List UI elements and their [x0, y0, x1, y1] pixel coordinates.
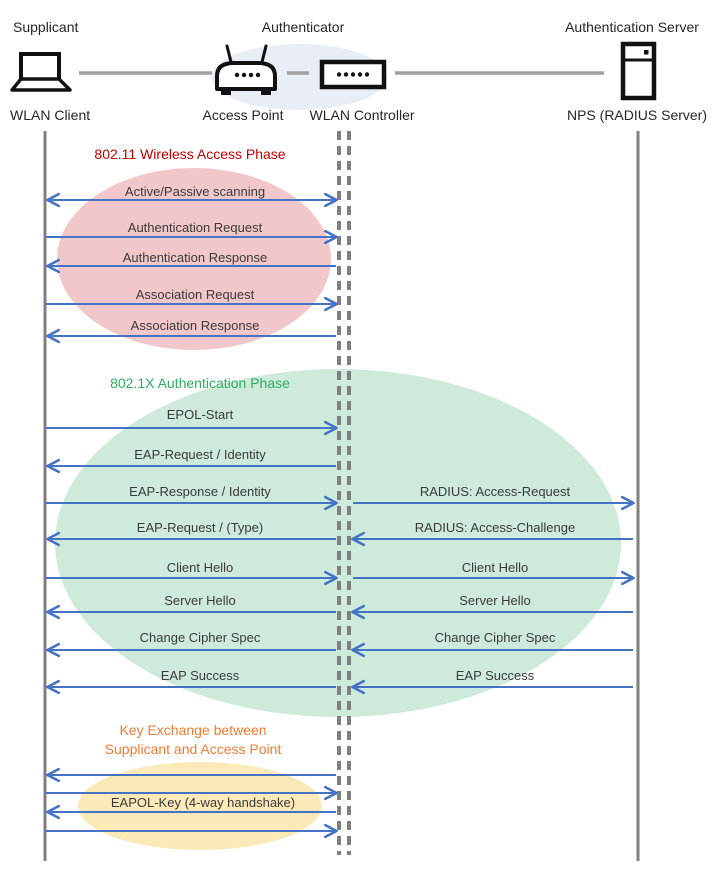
controller-box-icon [319, 59, 387, 90]
phase3-ellipse [78, 762, 322, 850]
message-label-client-hello-right: Client Hello [461, 560, 529, 575]
laptop-icon [10, 52, 72, 92]
node-label-nps: NPS (RADIUS Server) [566, 107, 708, 123]
phase3-title-line2: Supplicant and Access Point [104, 741, 282, 757]
message-label-eapol-key: EAPOL-Key (4-way handshake) [110, 795, 296, 810]
message-label-eap-success-left: EAP Success [160, 668, 240, 683]
message-label-server-hello-left: Server Hello [164, 593, 236, 608]
node-label-access-point: Access Point [202, 107, 284, 123]
message-label-association-response: Association Response [130, 318, 260, 333]
phase1-title: 802.11 Wireless Access Phase [94, 146, 286, 162]
phase2-title: 802.1X Authentication Phase [110, 375, 290, 391]
message-label-server-hello-right: Server Hello [459, 593, 531, 608]
message-label-client-hello-left: Client Hello [166, 560, 234, 575]
message-label-eap-request-type: EAP-Request / (Type) [136, 520, 264, 535]
role-supplicant: Supplicant [13, 19, 79, 35]
phase3-arrows [46, 767, 338, 839]
message-label-eap-response-identity: EAP-Response / Identity [129, 484, 271, 499]
message-label-authentication-request: Authentication Request [127, 220, 263, 235]
message-label-eap-request-identity: EAP-Request / Identity [134, 447, 266, 462]
role-authenticator: Authenticator [261, 19, 345, 35]
node-label-wlan-controller: WLAN Controller [309, 107, 415, 123]
message-label-association-request: Association Request [135, 287, 255, 302]
message-label-radius-access-request: RADIUS: Access-Request [419, 484, 571, 499]
node-label-wlan-client: WLAN Client [10, 107, 91, 123]
role-authentication-server: Authentication Server [565, 19, 699, 35]
message-label-radius-access-challenge: RADIUS: Access-Challenge [414, 520, 576, 535]
message-label-epol-start: EPOL-Start [166, 407, 234, 422]
phase1-arrows [46, 192, 338, 344]
phase3-title-line1: Key Exchange between [119, 722, 267, 738]
phase2-left-arrows [46, 420, 338, 695]
message-label-change-cipher-spec-left: Change Cipher Spec [139, 630, 261, 645]
message-label-authentication-response: Authentication Response [122, 250, 268, 265]
message-label-change-cipher-spec-right: Change Cipher Spec [434, 630, 556, 645]
message-label-eap-success-right: EAP Success [455, 668, 535, 683]
wireless-router-icon [215, 44, 277, 95]
message-label-active-passive-scanning: Active/Passive scanning [124, 184, 266, 199]
server-tower-icon [620, 41, 657, 101]
phase2-right-arrows [351, 495, 635, 695]
